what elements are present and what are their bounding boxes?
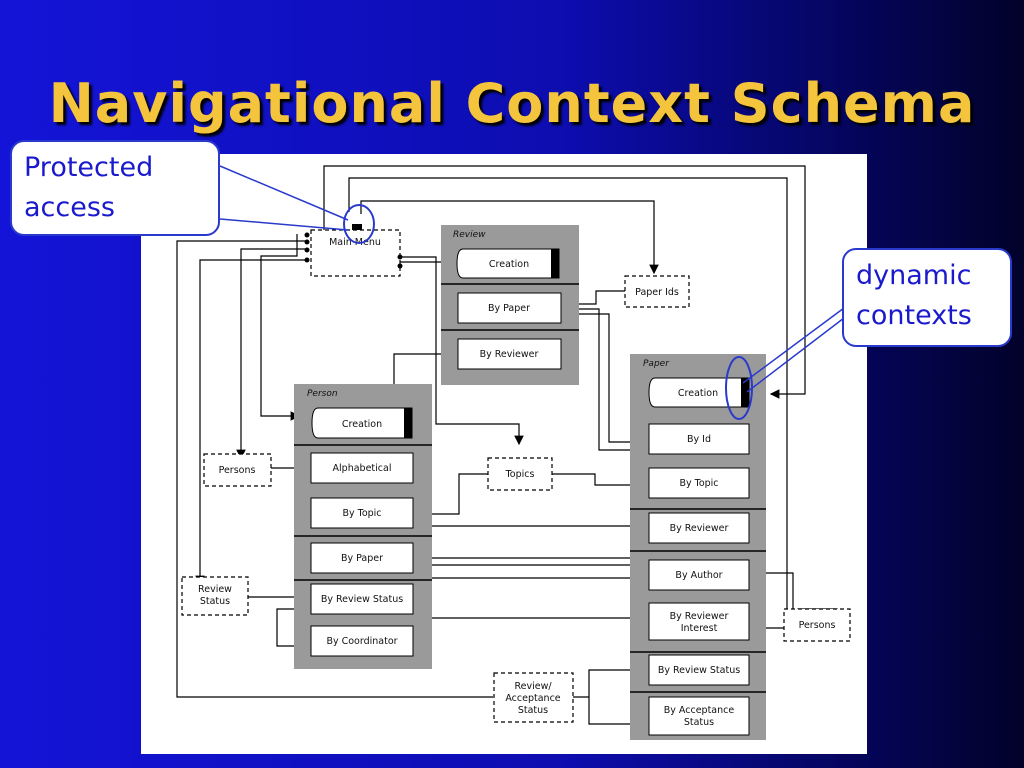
- protected-callout-line1: Protected: [24, 152, 154, 183]
- lock-icon: [352, 224, 362, 230]
- paper-by-id-label: By Id: [687, 434, 711, 445]
- person-creation-label: Creation: [342, 419, 382, 430]
- review-creation-label: Creation: [489, 259, 529, 270]
- dynamic-callout-line2: contexts: [856, 300, 972, 331]
- main-menu-node: Main Menu: [304, 224, 403, 277]
- paper-creation-label: Creation: [678, 388, 718, 399]
- main-menu-label: Main Menu: [329, 237, 381, 248]
- paper-by-author-label: By Author: [675, 570, 722, 581]
- review-group-title: Review: [453, 230, 486, 240]
- review-by-reviewer-label: By Reviewer: [480, 349, 539, 360]
- diagram-panel: Main Menu Review Creation By Paper By Re…: [141, 154, 867, 754]
- person-by-review-status-label: By Review Status: [321, 594, 403, 605]
- person-by-topic-label: By Topic: [342, 508, 381, 519]
- person-group-title: Person: [307, 389, 338, 399]
- persons-right-label: Persons: [799, 620, 836, 631]
- person-alphabetical-label: Alphabetical: [333, 463, 392, 474]
- topics-label: Topics: [505, 469, 535, 480]
- paper-group: Paper Creation By Id By Topic By Reviewe…: [630, 354, 766, 740]
- protected-access-callout: Protected access: [10, 140, 220, 236]
- persons-left-label: Persons: [219, 465, 256, 476]
- review-by-paper-label: By Paper: [488, 303, 530, 314]
- slide-title: Navigational Context Schema: [48, 72, 976, 135]
- dynamic-contexts-callout: dynamic contexts: [842, 248, 1012, 347]
- paper-by-review-status-label: By Review Status: [658, 665, 740, 676]
- review-group: Review Creation By Paper By Reviewer: [441, 225, 579, 385]
- paper-by-topic-label: By Topic: [679, 478, 718, 489]
- person-group: Person Creation Alphabetical By Topic By…: [294, 384, 432, 669]
- paper-group-title: Paper: [643, 359, 670, 369]
- person-by-paper-label: By Paper: [341, 553, 383, 564]
- protected-callout-line2: access: [24, 192, 115, 223]
- context-schema-diagram: Main Menu Review Creation By Paper By Re…: [176, 165, 851, 740]
- paper-by-reviewer-label: By Reviewer: [670, 523, 729, 534]
- person-by-coordinator-label: By Coordinator: [326, 636, 397, 647]
- dynamic-callout-line1: dynamic: [856, 260, 972, 291]
- paper-ids-label: Paper Ids: [635, 287, 679, 298]
